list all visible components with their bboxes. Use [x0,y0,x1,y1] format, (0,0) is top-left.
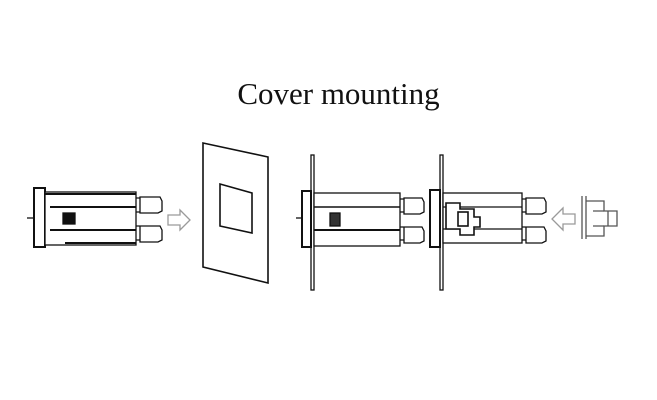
arrow-left-icon [551,206,576,232]
connector-icon [136,225,163,243]
meter-device [27,187,163,248]
connector-icon [522,226,547,244]
meter-in-panel [296,154,425,291]
meter-with-clip [429,154,547,291]
display-window-icon [329,212,341,227]
panel-with-cutout [202,142,269,285]
connector-icon [400,197,425,215]
clip-icon [445,202,481,236]
connector-icon [522,197,547,215]
connector-icon [136,196,163,214]
mounting-clip [581,196,618,239]
connector-icon [400,226,425,244]
arrow-right-icon [167,208,191,232]
diagram-title: Cover mounting [237,76,440,111]
display-window-icon [62,212,76,225]
